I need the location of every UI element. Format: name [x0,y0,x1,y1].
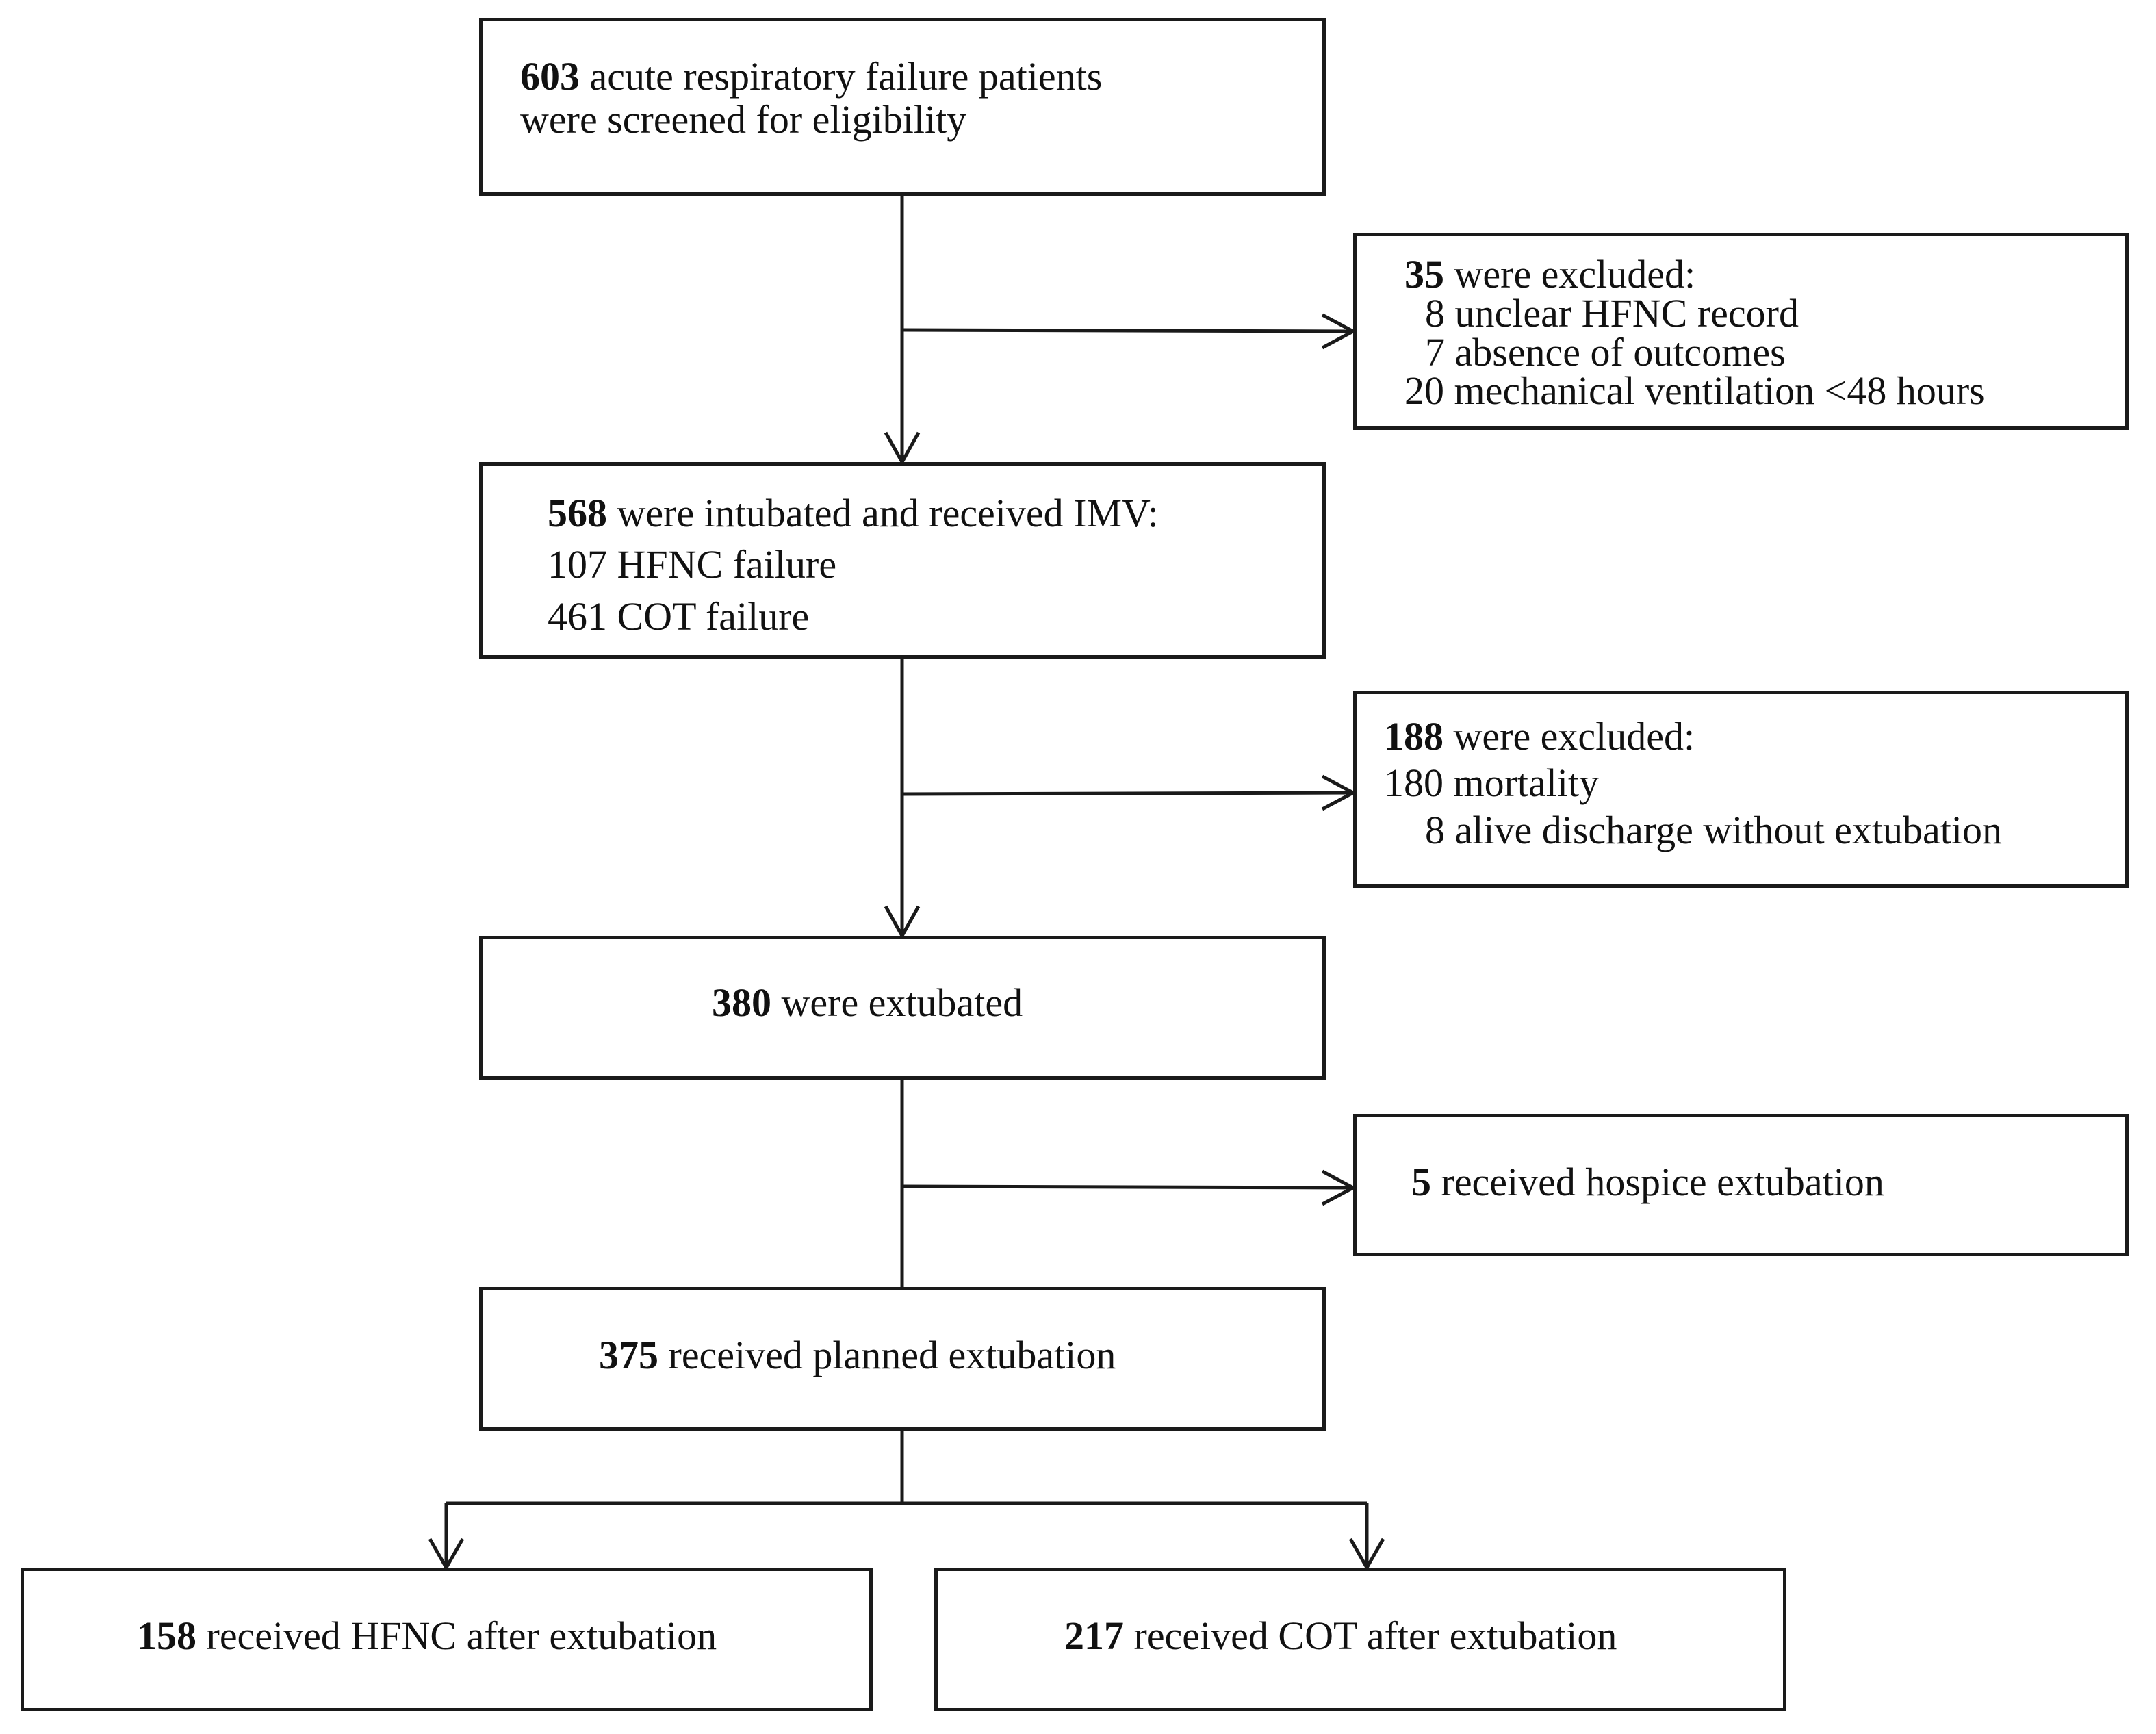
extubated-label: were extubated [771,980,1023,1025]
planned-text: 375 received planned extubation [599,1333,1322,1378]
screened-count: 603 [520,54,580,99]
cot-group-count: 217 [1064,1614,1124,1658]
extubated-text: 380 were extubated [712,980,1322,1025]
extubated-box: 380 were extubated [479,936,1326,1080]
screened-line-2: were screened for eligibility [520,97,967,142]
excluded-first-count: 35 [1404,252,1444,296]
hfnc-group-label: received HFNC after extubation [196,1614,717,1658]
excluded-first-item: 20 mechanical ventilation <48 hours [1404,368,1985,413]
hospice-label: received hospice extubation [1431,1160,1884,1204]
hospice-count: 5 [1411,1160,1431,1204]
extubated-count: 380 [712,980,771,1025]
excluded-second-count: 188 [1384,714,1443,758]
cot-group-box: 217 received COT after extubation [934,1568,1786,1711]
intubated-heading-text: were intubated and received IMV: [607,491,1159,535]
hospice-extubation-box: 5 received hospice extubation [1353,1114,2129,1256]
cot-group-label: received COT after extubation [1124,1614,1617,1658]
excluded-second-heading: 188 were excluded: [1384,713,2125,760]
hfnc-group-text: 158 received HFNC after extubation [137,1614,869,1659]
hospice-text: 5 received hospice extubation [1411,1160,2125,1205]
intubated-count: 568 [548,491,607,535]
cot-group-text: 217 received COT after extubation [1064,1614,1783,1659]
excluded-second-box: 188 were excluded: 180 mortality 8 alive… [1353,691,2129,888]
intubated-item: 461 COT failure [548,594,810,639]
excluded-first-box: 35 were excluded: 8 unclear HFNC record … [1353,233,2129,430]
intubated-item: 107 HFNC failure [548,542,837,587]
excluded-second-heading-text: were excluded: [1443,714,1695,758]
connector-to-excluded-first [901,328,1350,333]
excluded-first-heading: 35 were excluded: [1404,255,2125,294]
planned-count: 375 [599,1333,658,1377]
screened-patients-box: 603 acute respiratory failure patients w… [479,18,1326,196]
planned-label: received planned extubation [658,1333,1116,1377]
excluded-second-item: 8 alive discharge without extubation [1425,807,2002,852]
excluded-first-item: 7 absence of outcomes [1425,329,1786,374]
planned-extubation-box: 375 received planned extubation [479,1287,1326,1431]
excluded-first-item: 8 unclear HFNC record [1425,290,1799,335]
connector-to-hospice [901,1184,1350,1190]
intubated-heading: 568 were intubated and received IMV: [548,487,1322,539]
hfnc-group-box: 158 received HFNC after extubation [21,1568,873,1711]
excluded-second-item: 180 mortality [1384,761,1600,806]
excluded-first-heading-text: were excluded: [1444,252,1696,296]
hfnc-group-count: 158 [137,1614,196,1658]
connector-to-excluded-second [901,791,1350,796]
screened-line-1-text: acute respiratory failure patients [580,54,1103,99]
screened-line-1: 603 acute respiratory failure patients [520,55,1322,99]
intubated-box: 568 were intubated and received IMV: 107… [479,462,1326,659]
